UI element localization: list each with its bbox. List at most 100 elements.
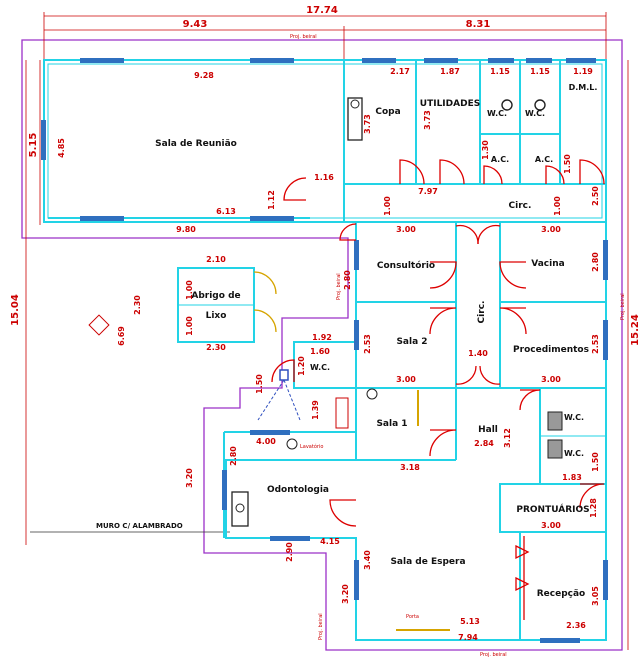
- svg-text:1.00: 1.00: [185, 316, 194, 336]
- room-recepcao: Recepção: [537, 589, 586, 599]
- note-lavatorio: Lavatório: [300, 443, 323, 450]
- room-copa: Copa: [375, 107, 400, 117]
- svg-text:2.30: 2.30: [206, 343, 226, 352]
- top-dimension-lines: [43, 12, 607, 62]
- dim-right-height: 15.24: [630, 314, 641, 346]
- svg-text:3.00: 3.00: [541, 521, 561, 530]
- svg-text:2.80: 2.80: [343, 270, 352, 290]
- dimension-labels: 9.28 2.17 1.87 1.15 1.15 1.19 3.73 3.73 …: [57, 67, 600, 642]
- dim-overall-width: 17.74: [306, 5, 338, 16]
- svg-text:4.15: 4.15: [320, 537, 340, 546]
- room-dml: D.M.L.: [569, 83, 598, 92]
- room-wc-1: W.C.: [487, 109, 507, 118]
- room-hall: Hall: [478, 425, 498, 435]
- svg-text:2.84: 2.84: [474, 439, 494, 448]
- middle-block-wall: [355, 221, 607, 389]
- room-sala-reuniao: Sala de Reunião: [155, 139, 237, 149]
- svg-text:2.17: 2.17: [390, 67, 410, 76]
- svg-text:1.00: 1.00: [185, 280, 194, 300]
- svg-text:3.12: 3.12: [503, 428, 512, 448]
- note-proj-beiral-left: Proj. beiral: [318, 613, 324, 640]
- svg-text:9.80: 9.80: [176, 225, 196, 234]
- doors: [271, 159, 605, 620]
- muro-label: MURO C/ ALAMBRADO: [96, 522, 183, 530]
- svg-text:3.00: 3.00: [541, 375, 561, 384]
- svg-text:1.50: 1.50: [255, 374, 264, 394]
- room-circ-mid: Circ.: [477, 301, 487, 324]
- svg-text:3.20: 3.20: [341, 584, 350, 604]
- room-wc-2: W.C.: [525, 109, 545, 118]
- svg-text:1.39: 1.39: [311, 400, 320, 420]
- roof-projection-outline: [21, 39, 623, 651]
- svg-text:1.15: 1.15: [530, 67, 550, 76]
- svg-text:7.94: 7.94: [458, 633, 478, 642]
- dim-left-upper: 5.15: [28, 133, 39, 158]
- doors-yellow: [253, 271, 450, 631]
- svg-text:3.00: 3.00: [396, 225, 416, 234]
- svg-text:1.50: 1.50: [563, 154, 572, 174]
- svg-text:2.80: 2.80: [229, 446, 238, 466]
- svg-text:2.30: 2.30: [133, 295, 142, 315]
- svg-text:3.73: 3.73: [363, 114, 372, 134]
- note-proj-beiral-bottom: Proj. beiral: [480, 652, 507, 658]
- prontuarios-wall: [499, 483, 607, 533]
- svg-text:1.00: 1.00: [553, 196, 562, 216]
- windows: [41, 58, 608, 643]
- svg-text:6.13: 6.13: [216, 207, 236, 216]
- svg-text:3.05: 3.05: [591, 586, 600, 606]
- room-ac-1: A.C.: [491, 155, 509, 164]
- note-porta: Porta: [406, 614, 419, 620]
- room-prontuarios: PRONTUÁRIOS: [516, 503, 589, 515]
- svg-text:1.92: 1.92: [312, 333, 332, 342]
- svg-text:2.53: 2.53: [363, 334, 372, 354]
- room-abrigo-1: Abrigo de: [191, 291, 240, 301]
- svg-text:1.19: 1.19: [573, 67, 593, 76]
- fixtures: [88, 97, 563, 527]
- svg-text:1.83: 1.83: [562, 473, 582, 482]
- svg-text:2.80: 2.80: [591, 252, 600, 272]
- svg-text:5.13: 5.13: [460, 617, 480, 626]
- svg-text:1.15: 1.15: [490, 67, 510, 76]
- room-sala-1: Sala 1: [376, 419, 407, 429]
- svg-text:2.90: 2.90: [285, 542, 294, 562]
- svg-text:4.85: 4.85: [57, 138, 66, 158]
- note-proj-beiral-top: Proj. beiral: [290, 34, 317, 40]
- room-wc-5: W.C.: [564, 449, 584, 458]
- svg-text:2.50: 2.50: [591, 186, 600, 206]
- svg-text:9.28: 9.28: [194, 71, 214, 80]
- note-proj-beiral-right: Proj. beiral: [620, 293, 626, 320]
- svg-text:1.20: 1.20: [297, 356, 306, 376]
- room-sala-2: Sala 2: [396, 337, 427, 347]
- left-dimension-lines: [25, 60, 629, 650]
- dim-right-width: 8.31: [466, 19, 491, 30]
- svg-text:2.36: 2.36: [566, 621, 586, 630]
- svg-text:1.50: 1.50: [591, 452, 600, 472]
- svg-text:1.40: 1.40: [468, 349, 488, 358]
- svg-text:4.00: 4.00: [256, 437, 276, 446]
- note-proj-beiral-mid: Proj. beiral: [336, 273, 342, 300]
- svg-text:3.18: 3.18: [400, 463, 420, 472]
- dim-left-height: 15.04: [10, 294, 21, 326]
- room-odontologia: Odontologia: [267, 485, 329, 495]
- svg-text:1.30: 1.30: [481, 140, 490, 160]
- dim-left-width: 9.43: [183, 19, 208, 30]
- svg-text:1.60: 1.60: [310, 347, 330, 356]
- svg-text:1.87: 1.87: [440, 67, 460, 76]
- svg-text:3.20: 3.20: [185, 468, 194, 488]
- svg-text:3.00: 3.00: [541, 225, 561, 234]
- svg-text:2.10: 2.10: [206, 255, 226, 264]
- room-procedimentos: Procedimentos: [513, 345, 589, 355]
- svg-text:3.73: 3.73: [423, 110, 432, 130]
- room-circ-top: Circ.: [509, 201, 532, 211]
- svg-text:1.12: 1.12: [267, 190, 276, 210]
- room-ac-2: A.C.: [535, 155, 553, 164]
- svg-text:2.53: 2.53: [591, 334, 600, 354]
- svg-text:1.00: 1.00: [383, 196, 392, 216]
- room-sala-espera: Sala de Espera: [390, 557, 465, 567]
- room-consultorio: Consultório: [377, 260, 435, 271]
- svg-text:3.00: 3.00: [396, 375, 416, 384]
- svg-text:7.97: 7.97: [418, 187, 438, 196]
- room-vacina: Vacina: [531, 259, 564, 269]
- room-wc-3: W.C.: [310, 363, 330, 372]
